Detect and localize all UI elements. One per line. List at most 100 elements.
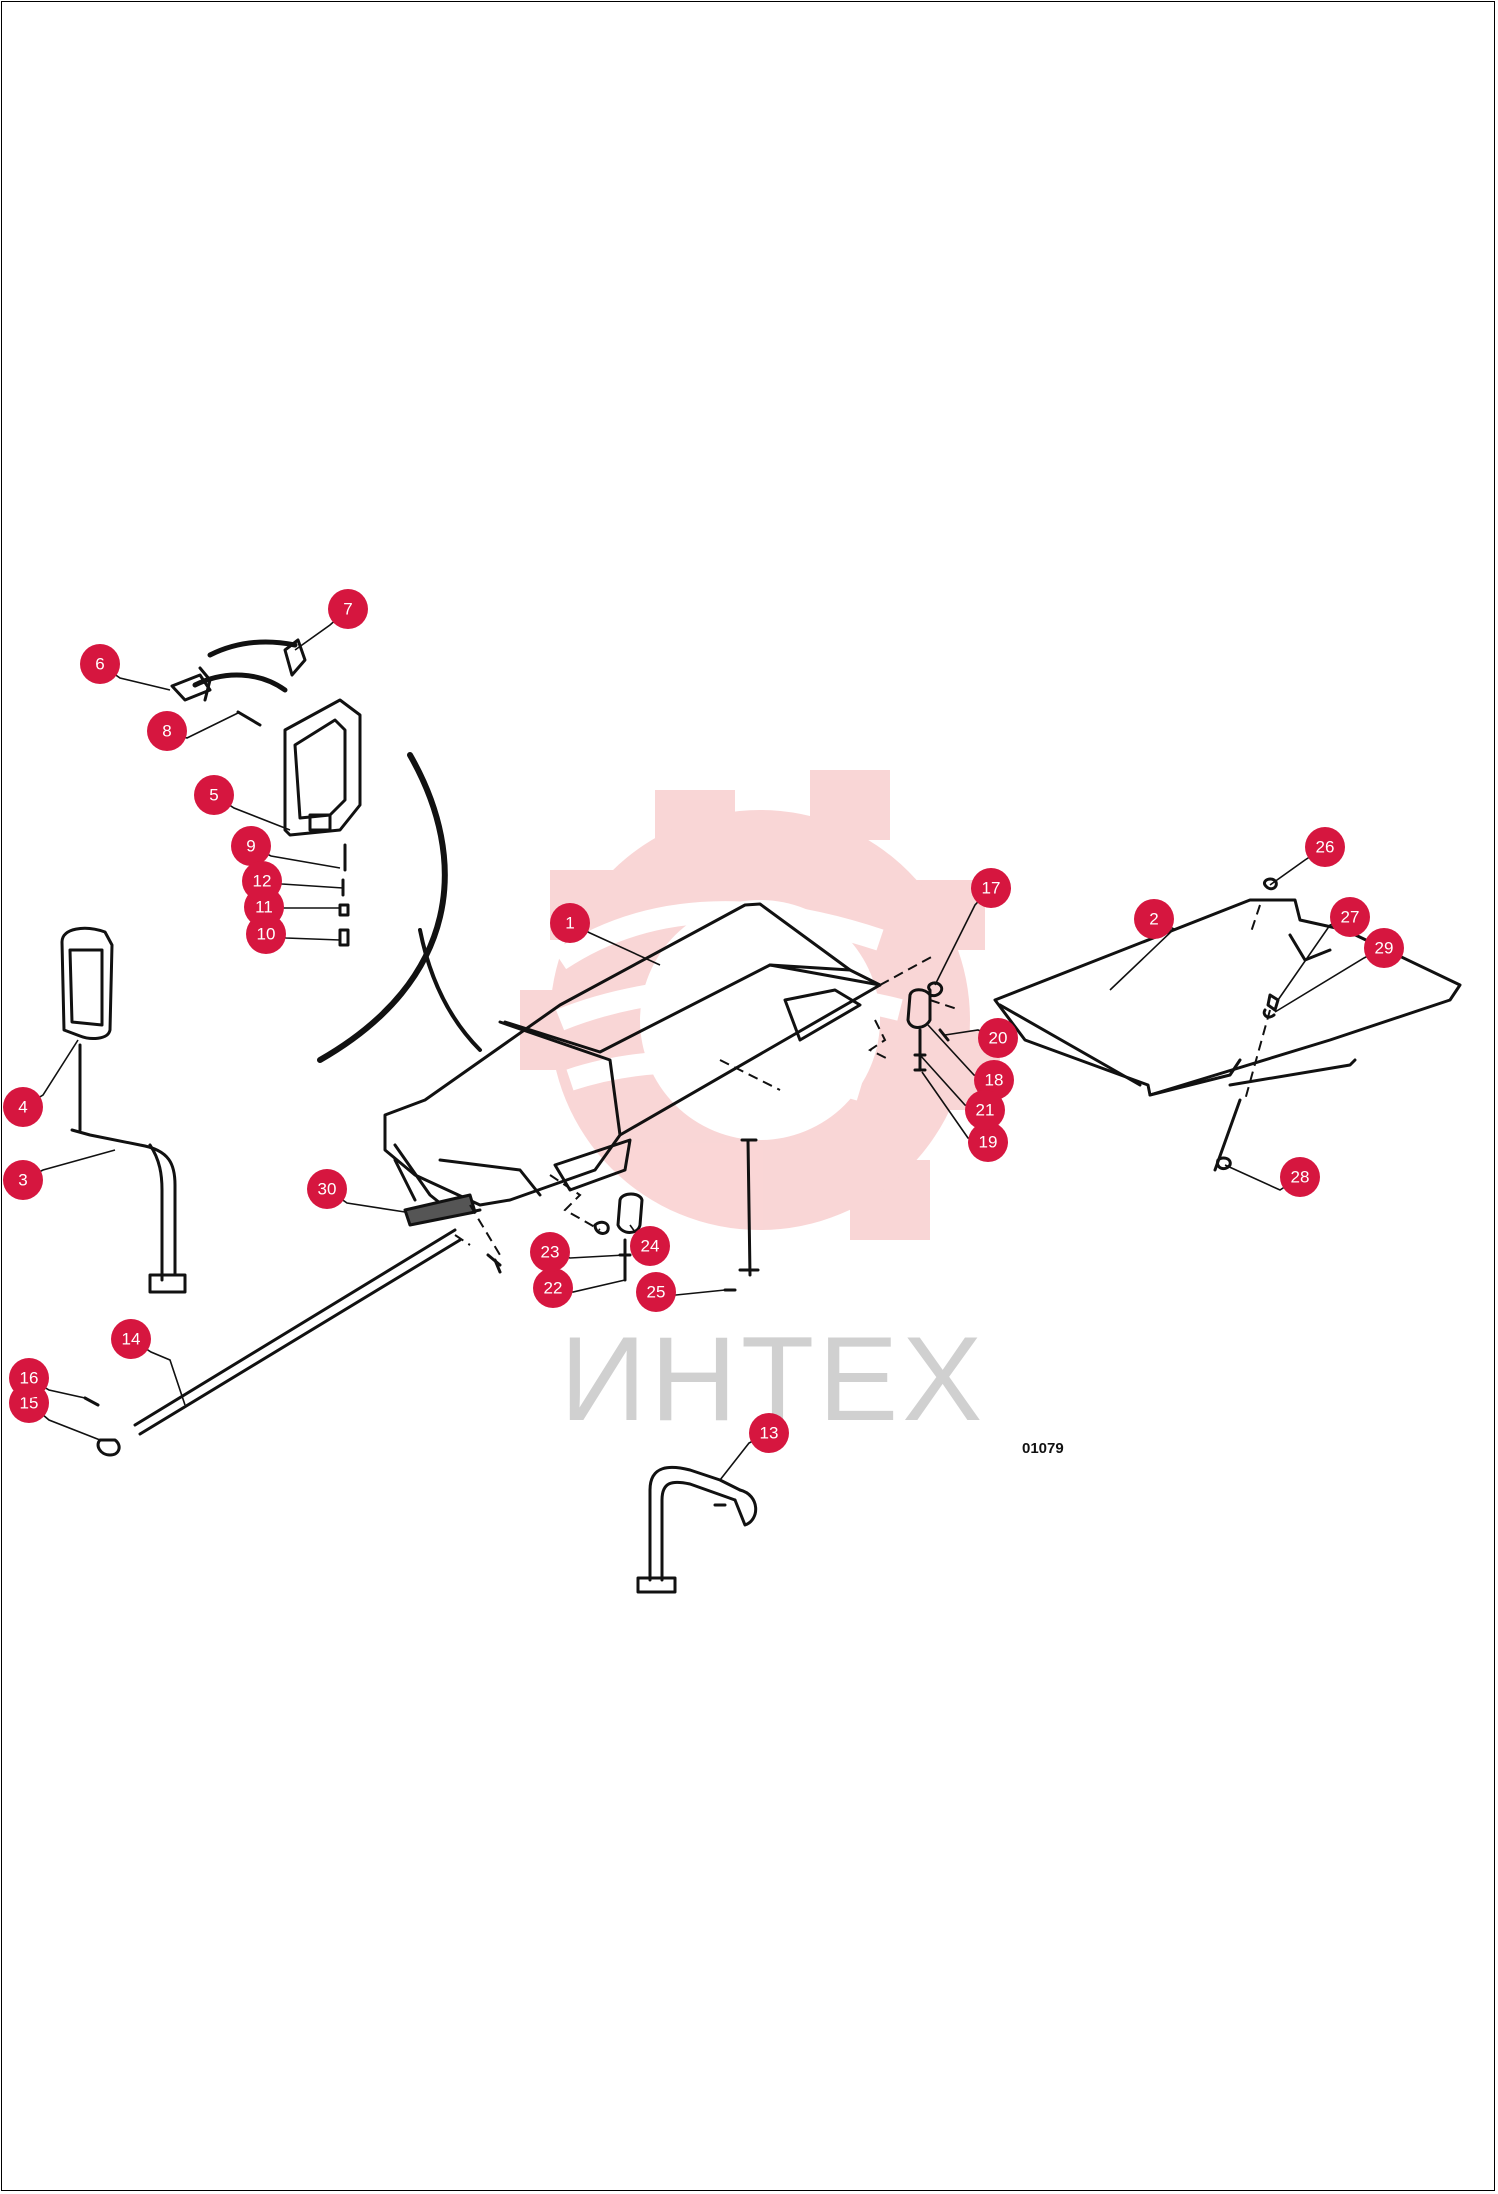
- callout-badge-7: [328, 589, 368, 629]
- callout-label-3: 3: [18, 1171, 27, 1190]
- callout-badge-13: [749, 1413, 789, 1453]
- callout-label-9: 9: [246, 837, 255, 856]
- callout-label-12: 12: [253, 872, 272, 891]
- callout-label-2: 2: [1149, 910, 1158, 929]
- callout-19: 19: [968, 1122, 1008, 1162]
- callout-9: 9: [231, 826, 271, 866]
- callout-badge-3: [3, 1160, 43, 1200]
- curve-1: [207, 639, 298, 658]
- callout-label-18: 18: [985, 1071, 1004, 1090]
- part-handle: [636, 1465, 758, 1594]
- callout-badge-8: [147, 711, 187, 751]
- part-lock-box: [170, 638, 362, 947]
- callout-badge-25: [636, 1272, 676, 1312]
- callout-label-4: 4: [18, 1098, 27, 1117]
- callout-label-29: 29: [1375, 939, 1394, 958]
- callout-29: 29: [1364, 928, 1404, 968]
- callout-badge-6: [80, 644, 120, 684]
- callout-label-11: 11: [255, 898, 273, 917]
- callout-30: 30: [307, 1169, 347, 1209]
- callout-label-28: 28: [1291, 1168, 1310, 1187]
- callout-badge-16: [9, 1358, 49, 1398]
- callout-badge-9: [231, 826, 271, 866]
- callout-label-8: 8: [162, 722, 171, 741]
- callout-label-13: 13: [760, 1424, 779, 1443]
- part-rod: [83, 1228, 462, 1457]
- callout-label-5: 5: [209, 786, 218, 805]
- callout-label-20: 20: [989, 1029, 1008, 1048]
- callout-badge-27: [1330, 897, 1370, 937]
- curve-2: [192, 672, 288, 693]
- callout-label-19: 19: [979, 1133, 998, 1152]
- callout-23: 23: [530, 1232, 570, 1272]
- callout-label-1: 1: [565, 914, 574, 933]
- callout-3: 3: [3, 1160, 43, 1200]
- callout-5: 5: [194, 775, 234, 815]
- callout-badge-14: [111, 1319, 151, 1359]
- callout-24: 24: [630, 1226, 670, 1266]
- callout-badge-26: [1305, 827, 1345, 867]
- callout-25: 25: [636, 1272, 676, 1312]
- callout-badge-18: [974, 1060, 1014, 1100]
- callout-badge-29: [1364, 928, 1404, 968]
- callout-6: 6: [80, 644, 120, 684]
- callout-label-26: 26: [1316, 838, 1335, 857]
- callout-label-24: 24: [641, 1237, 660, 1256]
- callout-badge-28: [1280, 1157, 1320, 1197]
- callout-label-30: 30: [318, 1180, 337, 1199]
- callout-badge-20: [978, 1018, 1018, 1058]
- drawing-code: 01079: [1022, 1440, 1064, 1457]
- callout-1: 1: [550, 903, 590, 943]
- callout-badge-5: [194, 775, 234, 815]
- guide-lines: [454, 904, 1271, 1256]
- callout-label-7: 7: [343, 600, 352, 619]
- callout-badge-21: [965, 1090, 1005, 1130]
- callout-badge-4: [3, 1087, 43, 1127]
- callout-badge-1: [550, 903, 590, 943]
- part-hood: [383, 902, 882, 1217]
- callout-label-22: 22: [544, 1279, 563, 1298]
- callout-27: 27: [1330, 897, 1370, 937]
- callout-badge-19: [968, 1122, 1008, 1162]
- callout-label-27: 27: [1341, 908, 1360, 927]
- callout-label-6: 6: [95, 655, 104, 674]
- callout-21: 21: [965, 1090, 1005, 1130]
- callout-badge-30: [307, 1169, 347, 1209]
- callout-badge-2: [1134, 899, 1174, 939]
- callout-badge-24: [630, 1226, 670, 1266]
- callout-badge-12: [242, 861, 282, 901]
- callout-label-14: 14: [122, 1330, 141, 1349]
- callout-18: 18: [974, 1060, 1014, 1100]
- callout-badge-23: [530, 1232, 570, 1272]
- callout-label-15: 15: [20, 1394, 39, 1413]
- part-mirror-bracket: [60, 926, 187, 1294]
- callout-13: 13: [749, 1413, 789, 1453]
- callout-14: 14: [111, 1319, 151, 1359]
- callout-8: 8: [147, 711, 187, 751]
- callout-badge-22: [533, 1268, 573, 1308]
- callout-16: 16: [9, 1358, 49, 1398]
- callout-20: 20: [978, 1018, 1018, 1058]
- callout-label-10: 10: [257, 925, 276, 944]
- callout-17: 17: [971, 868, 1011, 908]
- callout-label-25: 25: [647, 1283, 666, 1302]
- callout-label-21: 21: [976, 1101, 995, 1120]
- callout-2: 2: [1134, 899, 1174, 939]
- callout-7: 7: [328, 589, 368, 629]
- cab-outline-curve: [317, 752, 448, 1063]
- callout-label-16: 16: [20, 1369, 39, 1388]
- callout-12: 12: [242, 861, 282, 901]
- callout-badge-17: [971, 868, 1011, 908]
- part-fasteners: [486, 877, 1280, 1292]
- callout-label-23: 23: [541, 1243, 560, 1262]
- callout-22: 22: [533, 1268, 573, 1308]
- cab-outline-curve-2: [418, 928, 482, 1052]
- callout-26: 26: [1305, 827, 1345, 867]
- callout-28: 28: [1280, 1157, 1320, 1197]
- callout-label-17: 17: [982, 879, 1001, 898]
- part-floor-plate: [993, 898, 1462, 1097]
- callout-4: 4: [3, 1087, 43, 1127]
